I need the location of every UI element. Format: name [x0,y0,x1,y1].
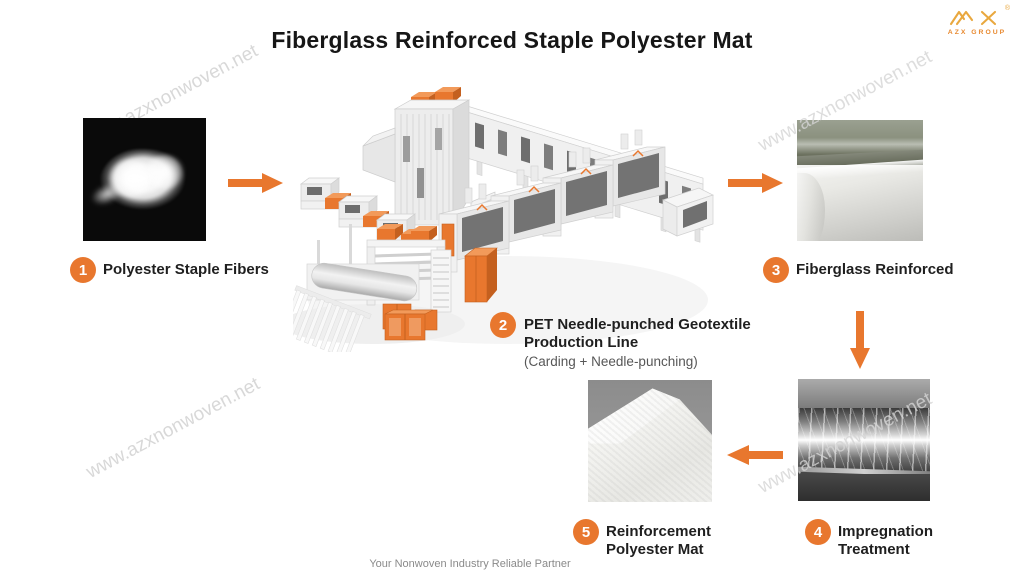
azx-logo-icon [949,10,997,26]
flow-arrow-right-1-2 [228,172,283,194]
step-5-label-line2: Polyester Mat [606,541,704,558]
machine-housing [798,379,930,409]
impregnation-roller [798,408,930,472]
step-2-badge: 2 [490,312,516,338]
ladder-frame [430,249,452,313]
step-2-label: PET Needle-punched Geotextile Production… [524,316,751,370]
step-5-label: Reinforcement Polyester Mat [606,523,711,559]
mat-texture [588,388,712,502]
winder-machine [293,224,438,352]
azx-group-label: AZX GROUP [947,29,1007,36]
production-line-illustration [293,87,714,352]
step-2-label-line1: PET Needle-punched Geotextile [524,316,751,333]
step-4-label-line2: Treatment [838,541,910,558]
winding-end-machine [662,187,714,237]
step-4-label-line1: Impregnation [838,523,934,540]
impregnation-treatment-photo [798,379,930,501]
flow-arrow-right-2-3 [728,172,783,194]
page-title: Fiberglass Reinforced Staple Polyester M… [271,27,753,53]
machine-base [798,474,930,501]
flow-arrow-down-3-4 [849,311,871,369]
step-4-badge: 4 [805,519,831,545]
comb-teeth [293,285,372,352]
footer-tagline: Your Nonwoven Industry Reliable Partner [369,558,571,570]
step-2-label-line2: Production Line [524,334,639,351]
step-4-label: Impregnation Treatment [838,523,933,559]
reinforcement-polyester-mat-photo [588,380,712,502]
step-5-badge: 5 [573,519,599,545]
registered-trademark-symbol: ® [1004,5,1010,12]
fiber-blob [144,154,184,190]
step-3-badge: 3 [763,257,789,283]
step-2-sublabel: (Carding + Needle-punching) [524,354,698,369]
polyester-staple-fibers-photo [83,118,206,241]
step-5-label-line1: Reinforcement [606,523,712,540]
step-3-label: Fiberglass Reinforced [796,261,954,278]
azx-group-logo: ® AZX GROUP [940,5,1014,36]
watermark-bottom-left: www.azxnonwoven.net [82,373,264,483]
step-1-badge: 1 [70,257,96,283]
flow-arrow-left-4-5 [727,444,783,466]
double-door-cabinet [384,309,434,341]
step-1-label: Polyester Staple Fibers [103,261,269,278]
resin-strands [798,408,930,472]
fiberglass-reinforced-photo [797,120,923,241]
control-cabinet [464,247,498,303]
